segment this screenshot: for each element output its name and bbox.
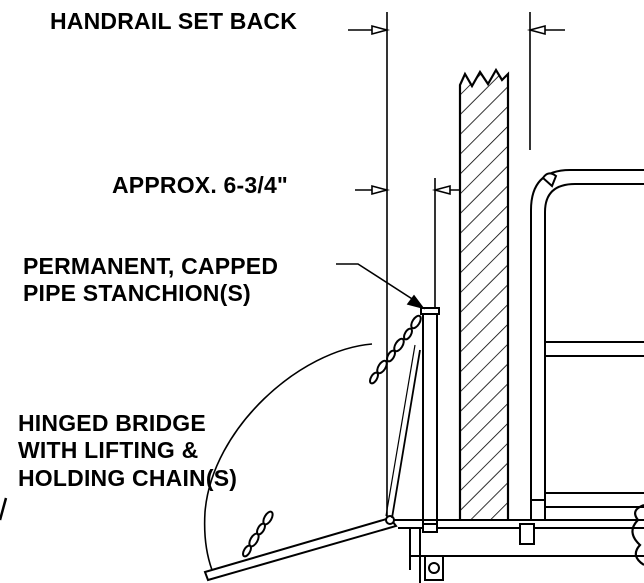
pipe-stanchion [420, 307, 440, 525]
edge-mark [0, 497, 8, 521]
dimension-lines [348, 12, 565, 520]
bridge-swing-arc [203, 343, 373, 571]
label-bridge-line2: WITH LIFTING & [18, 437, 199, 463]
hinged-bridge [203, 344, 421, 582]
label-bridge-line3: HOLDING CHAIN(S) [18, 465, 238, 491]
lifting-chain-upper [369, 314, 422, 385]
label-handrail-setback: HANDRAIL SET BACK [50, 8, 298, 34]
label-approx-dimension: APPROX. 6-3/4" [112, 172, 289, 198]
label-stanchion-line1: PERMANENT, CAPPED [23, 253, 279, 279]
lifting-chain-lower [242, 510, 274, 558]
stanchion-leader [336, 263, 426, 310]
handrail-pipe [530, 169, 644, 520]
label-bridge-line1: HINGED BRIDGE [18, 410, 206, 436]
deck-structure [390, 503, 644, 583]
wall-section [458, 67, 510, 520]
label-stanchion-line2: PIPE STANCHION(S) [23, 280, 251, 306]
